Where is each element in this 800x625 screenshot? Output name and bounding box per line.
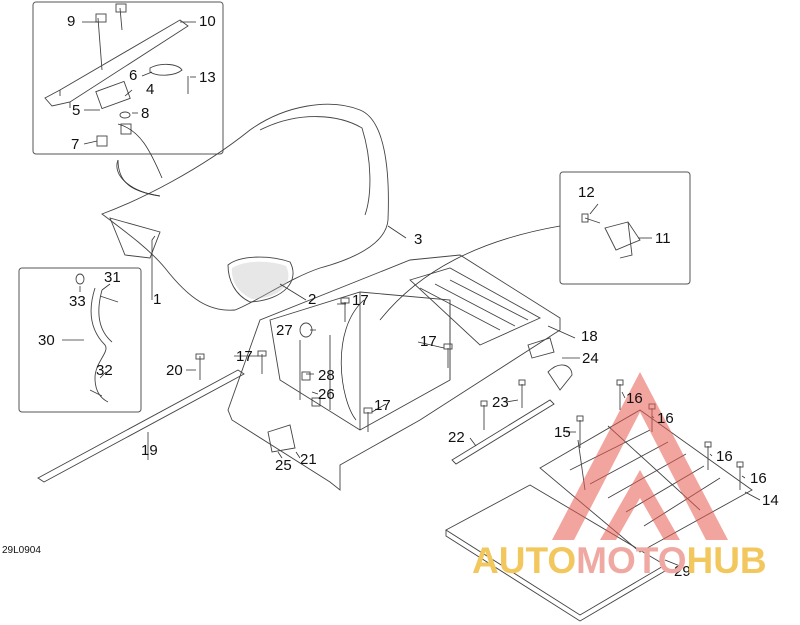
callout-17d[interactable]: 17 — [374, 397, 391, 414]
strip-drawing — [37, 369, 245, 483]
callout-10[interactable]: 10 — [199, 13, 216, 30]
callout-1[interactable]: 1 — [153, 291, 162, 308]
callout-8[interactable]: 8 — [141, 105, 150, 122]
mat-drawing — [445, 484, 666, 622]
watermark-part-3: HUB — [686, 540, 767, 581]
hinge-drawing — [581, 213, 641, 259]
callout-32[interactable]: 32 — [96, 362, 113, 379]
watermark-text: AUTOMOTOHUB — [472, 540, 767, 582]
inset-box-right — [559, 171, 691, 285]
callout-24[interactable]: 24 — [582, 350, 599, 367]
frame-drawing — [227, 254, 573, 491]
seat-texture-patch — [231, 261, 289, 299]
callout-15[interactable]: 15 — [554, 424, 571, 441]
callout-2[interactable]: 2 — [308, 291, 317, 308]
callout-29[interactable]: 29 — [674, 563, 691, 580]
callout-27[interactable]: 27 — [276, 322, 293, 339]
callout-17a[interactable]: 17 — [352, 292, 369, 309]
callout-6[interactable]: 6 — [129, 67, 138, 84]
callout-25[interactable]: 25 — [275, 457, 292, 474]
callout-31[interactable]: 31 — [104, 269, 121, 286]
cable-drawing — [75, 273, 119, 403]
callout-13[interactable]: 13 — [199, 69, 216, 86]
inset-box-top-left — [32, 1, 224, 155]
callout-33[interactable]: 33 — [69, 293, 86, 310]
leader-lines — [62, 21, 761, 567]
inset-box-left — [18, 267, 142, 413]
diagram-code: 29L0904 — [2, 545, 41, 556]
callout-20[interactable]: 20 — [166, 362, 183, 379]
callout-18[interactable]: 18 — [581, 328, 598, 345]
callout-17c[interactable]: 17 — [420, 333, 437, 350]
callout-7[interactable]: 7 — [71, 136, 80, 153]
callout-4[interactable]: 4 — [146, 81, 155, 98]
callout-12[interactable]: 12 — [578, 184, 595, 201]
watermark-part-2: MOTO — [576, 540, 687, 581]
callout-16c[interactable]: 16 — [716, 448, 733, 465]
callout-14[interactable]: 14 — [762, 492, 779, 509]
callout-19[interactable]: 19 — [141, 442, 158, 459]
seat-drawing — [101, 103, 389, 311]
callout-5[interactable]: 5 — [72, 102, 81, 119]
callout-11[interactable]: 11 — [655, 230, 671, 247]
watermark-part-1: AUTO — [472, 540, 577, 581]
callout-30[interactable]: 30 — [38, 332, 55, 349]
callout-21[interactable]: 21 — [300, 451, 317, 468]
callout-22[interactable]: 22 — [448, 429, 465, 446]
callout-26[interactable]: 26 — [318, 386, 335, 403]
callout-16b[interactable]: 16 — [657, 410, 674, 427]
latch-assembly-drawing — [44, 3, 189, 147]
watermark-logo-icon — [552, 372, 728, 540]
callout-17b[interactable]: 17 — [236, 348, 253, 365]
callout-28[interactable]: 28 — [318, 367, 335, 384]
callout-9[interactable]: 9 — [67, 13, 76, 30]
callout-23[interactable]: 23 — [492, 394, 509, 411]
callout-16d[interactable]: 16 — [750, 470, 767, 487]
rail-22-drawing — [451, 399, 555, 465]
callout-3[interactable]: 3 — [414, 231, 423, 248]
callout-16a[interactable]: 16 — [626, 390, 643, 407]
